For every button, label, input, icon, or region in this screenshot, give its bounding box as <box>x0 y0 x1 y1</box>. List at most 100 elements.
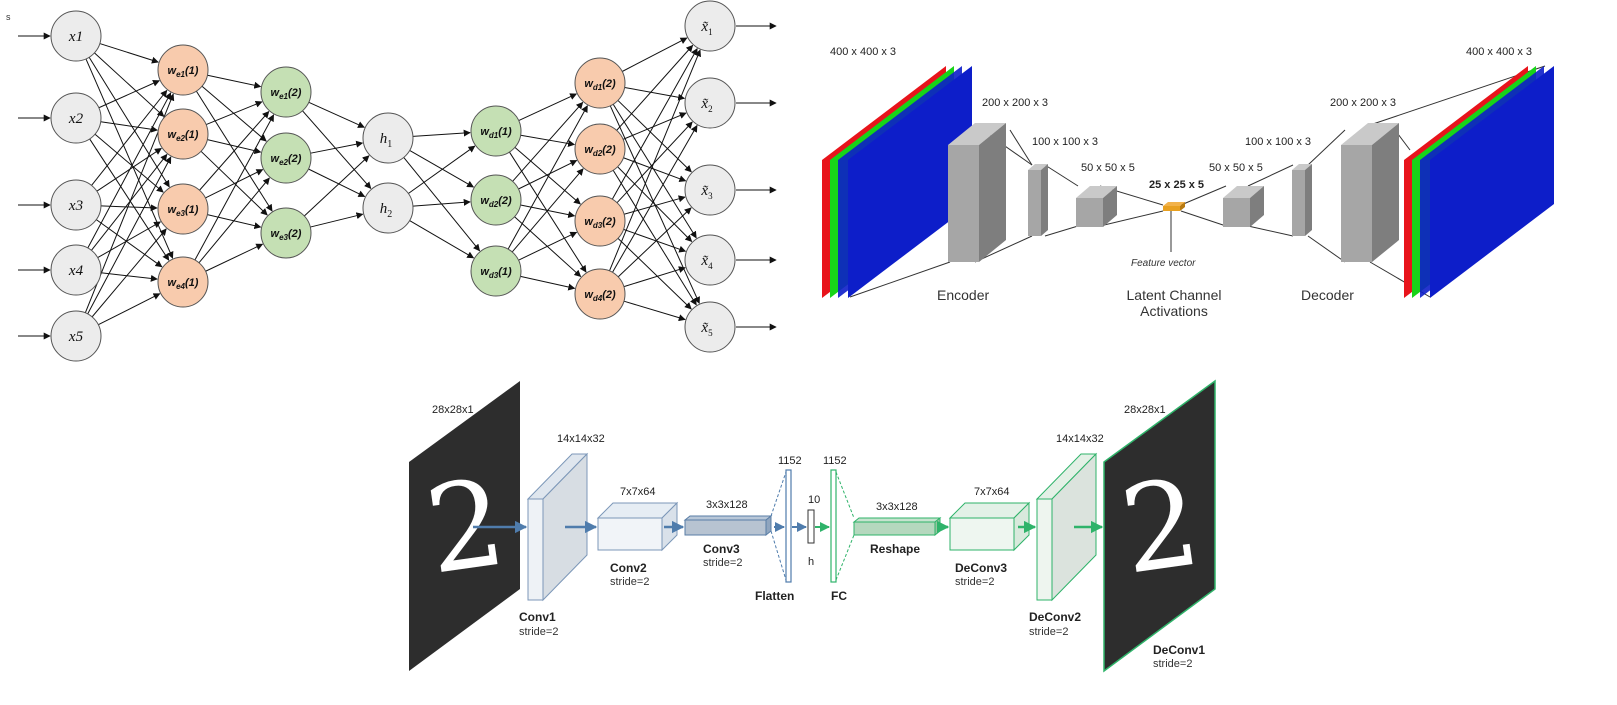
encoder-layer2-node-3: we3(2) <box>260 207 312 259</box>
h-label: h <box>808 556 814 568</box>
encoder-block-100 <box>1028 164 1048 236</box>
inputs-node-1: x1 <box>50 10 102 62</box>
latent-caption-line1: Latent Channel <box>1127 287 1222 303</box>
connection-decoder_layer2-0-to-outputs-1 <box>624 86 686 101</box>
output-label: x̃4 <box>700 253 713 271</box>
connection-decoder_layer1-1-to-decoder_layer2-1 <box>518 159 578 190</box>
connection-inputs-0-to-encoder_layer1-3 <box>85 58 174 259</box>
connection-decoder_layer2-3-to-outputs-2 <box>617 207 692 278</box>
connection-decoder_layer2-1-to-outputs-4 <box>612 170 697 306</box>
connection-inputs-1-to-encoder_layer1-1 <box>100 121 158 133</box>
connection-inputs-1-to-encoder_layer1-0 <box>98 80 160 109</box>
inputs-node-3: x3 <box>50 179 102 231</box>
input-label: x3 <box>68 198 83 214</box>
layer-fc: FC <box>831 589 847 603</box>
encoder-caption: Encoder <box>937 287 989 303</box>
connection-inputs-4-to-encoder_layer1-3 <box>98 293 161 326</box>
mnist-flow-arrows <box>473 471 1104 581</box>
connection-inputs-2-to-encoder_layer1-3 <box>95 219 163 268</box>
layer-conv1-stride: stride=2 <box>519 626 558 638</box>
layer-deconv3: DeConv3 <box>955 561 1007 575</box>
connection-encoder_layer1-3-to-encoder_layer2-1 <box>198 177 270 264</box>
output-digit-image: 2 <box>1103 379 1216 673</box>
dim-deconv2: 14x14x32 <box>1056 433 1104 445</box>
connection-decoder_layer1-0-to-decoder_layer2-2 <box>514 146 581 205</box>
connection-encoder_layer1-2-to-encoder_layer2-0 <box>199 110 270 191</box>
fc-vector <box>830 469 837 583</box>
connection-decoder_layer2-1-to-outputs-1 <box>622 112 687 140</box>
connection-decoder_layer1-0-to-decoder_layer2-3 <box>509 151 587 273</box>
flatten-vector <box>785 469 792 583</box>
dim-output: 400 x 400 x 3 <box>1466 46 1532 58</box>
fc-autoencoder-nodes: x1x2x3x4x5we1(1)we2(1)we3(1)we4(1)we1(2)… <box>50 0 736 362</box>
layer-deconv1-stride: stride=2 <box>1153 658 1192 670</box>
conv1-block <box>526 452 589 602</box>
connection-decoder_layer2-2-to-outputs-3 <box>623 228 687 253</box>
outputs-node-4: x̃4 <box>684 234 736 286</box>
connection-encoder_layer1-3-to-encoder_layer2-2 <box>205 243 264 272</box>
connection-inputs-2-to-encoder_layer1-0 <box>91 89 168 186</box>
connection-encoder_layer2-0-to-hidden-0 <box>308 101 365 128</box>
hidden-label: h1 <box>380 131 393 150</box>
input-label: x2 <box>68 111 84 127</box>
conv-autoencoder-diagram: 400 x 400 x 3 200 x 200 x 3 100 x 100 x … <box>822 46 1554 319</box>
dim-conv2: 7x7x64 <box>620 486 655 498</box>
layer-deconv1: DeConv1 <box>1153 643 1205 657</box>
mnist-conv-autoencoder-diagram: 2 <box>409 379 1216 673</box>
connection-inputs-1-to-encoder_layer1-3 <box>89 138 170 261</box>
connection-inputs-0-to-encoder_layer1-2 <box>88 56 170 188</box>
decoder-caption: Decoder <box>1301 287 1354 303</box>
outputs-node-3: x̃3 <box>684 164 736 216</box>
connection-inputs-3-to-encoder_layer1-3 <box>100 272 158 282</box>
connection-encoder_layer1-2-to-encoder_layer2-1 <box>205 169 264 199</box>
connection-inputs-3-to-encoder_layer1-2 <box>97 221 162 259</box>
connection-encoder_layer2-0-to-hidden-1 <box>302 110 372 190</box>
encoder-layer2-node-1: we1(2) <box>260 66 312 118</box>
weight-label: we4(1) <box>168 277 199 291</box>
output-label: x̃1 <box>700 19 712 37</box>
conv3-block <box>683 514 773 537</box>
latent-caption-line2: Activations <box>1140 303 1208 319</box>
connection-encoder_layer2-2-to-hidden-1 <box>310 212 364 228</box>
layer-conv1: Conv1 <box>519 610 556 624</box>
connection-decoder_layer2-2-to-outputs-0 <box>611 48 698 200</box>
layer-conv2: Conv2 <box>610 561 647 575</box>
connection-decoder_layer2-2-to-outputs-4 <box>617 237 692 310</box>
connection-inputs-1-to-encoder_layer1-2 <box>94 133 164 193</box>
connection-decoder_layer2-3-to-outputs-1 <box>612 124 698 273</box>
dim-encoder-50: 50 x 50 x 5 <box>1081 162 1135 174</box>
dim-mnist-output: 28x28x1 <box>1124 404 1166 416</box>
connection-inputs-3-to-encoder_layer1-1 <box>91 153 168 251</box>
layer-conv2-stride: stride=2 <box>610 576 649 588</box>
input-label: x1 <box>68 29 83 45</box>
layer-reshape: Reshape <box>870 542 920 556</box>
weight-label: we3(2) <box>271 228 302 242</box>
decoder-layer1-node-2: wd2(2) <box>470 174 522 226</box>
inputs-node-2: x2 <box>50 92 102 144</box>
reshape-block <box>852 516 942 537</box>
inputs-node-4: x4 <box>50 244 102 296</box>
connection-encoder_layer1-3-to-encoder_layer2-0 <box>194 114 275 261</box>
connection-encoder_layer1-1-to-encoder_layer2-1 <box>207 139 262 155</box>
decoder-layer2-node-2: wd2(2) <box>574 123 626 175</box>
connection-inputs-0-to-encoder_layer1-0 <box>99 43 159 64</box>
dim-latent: 25 x 25 x 5 <box>1149 179 1204 191</box>
encoder-layer1-node-4: we4(1) <box>157 256 209 308</box>
dim-decoder-50: 50 x 50 x 5 <box>1209 162 1263 174</box>
connection-decoder_layer1-2-to-decoder_layer2-1 <box>511 168 584 253</box>
weight-label: wd3(2) <box>584 216 616 230</box>
output-label: x̃5 <box>700 320 713 338</box>
weight-label: we3(1) <box>168 204 199 218</box>
connection-decoder_layer1-0-to-decoder_layer2-1 <box>520 134 576 147</box>
dim-flatten: 1152 <box>778 455 802 467</box>
connection-decoder_layer1-2-to-decoder_layer2-3 <box>520 275 576 291</box>
decoder-layer1-node-3: wd3(1) <box>470 245 522 297</box>
connection-hidden-1-to-decoder_layer1-0 <box>408 145 476 194</box>
dim-mnist-input: 28x28x1 <box>432 404 474 416</box>
connection-inputs-4-to-encoder_layer1-1 <box>87 156 172 315</box>
connection-decoder_layer1-1-to-decoder_layer2-0 <box>512 101 584 182</box>
hidden-node-1: h1 <box>362 112 414 164</box>
connection-decoder_layer1-0-to-decoder_layer2-0 <box>518 93 578 121</box>
connection-decoder_layer2-1-to-outputs-0 <box>616 44 694 131</box>
connection-decoder_layer2-1-to-outputs-3 <box>617 166 693 243</box>
